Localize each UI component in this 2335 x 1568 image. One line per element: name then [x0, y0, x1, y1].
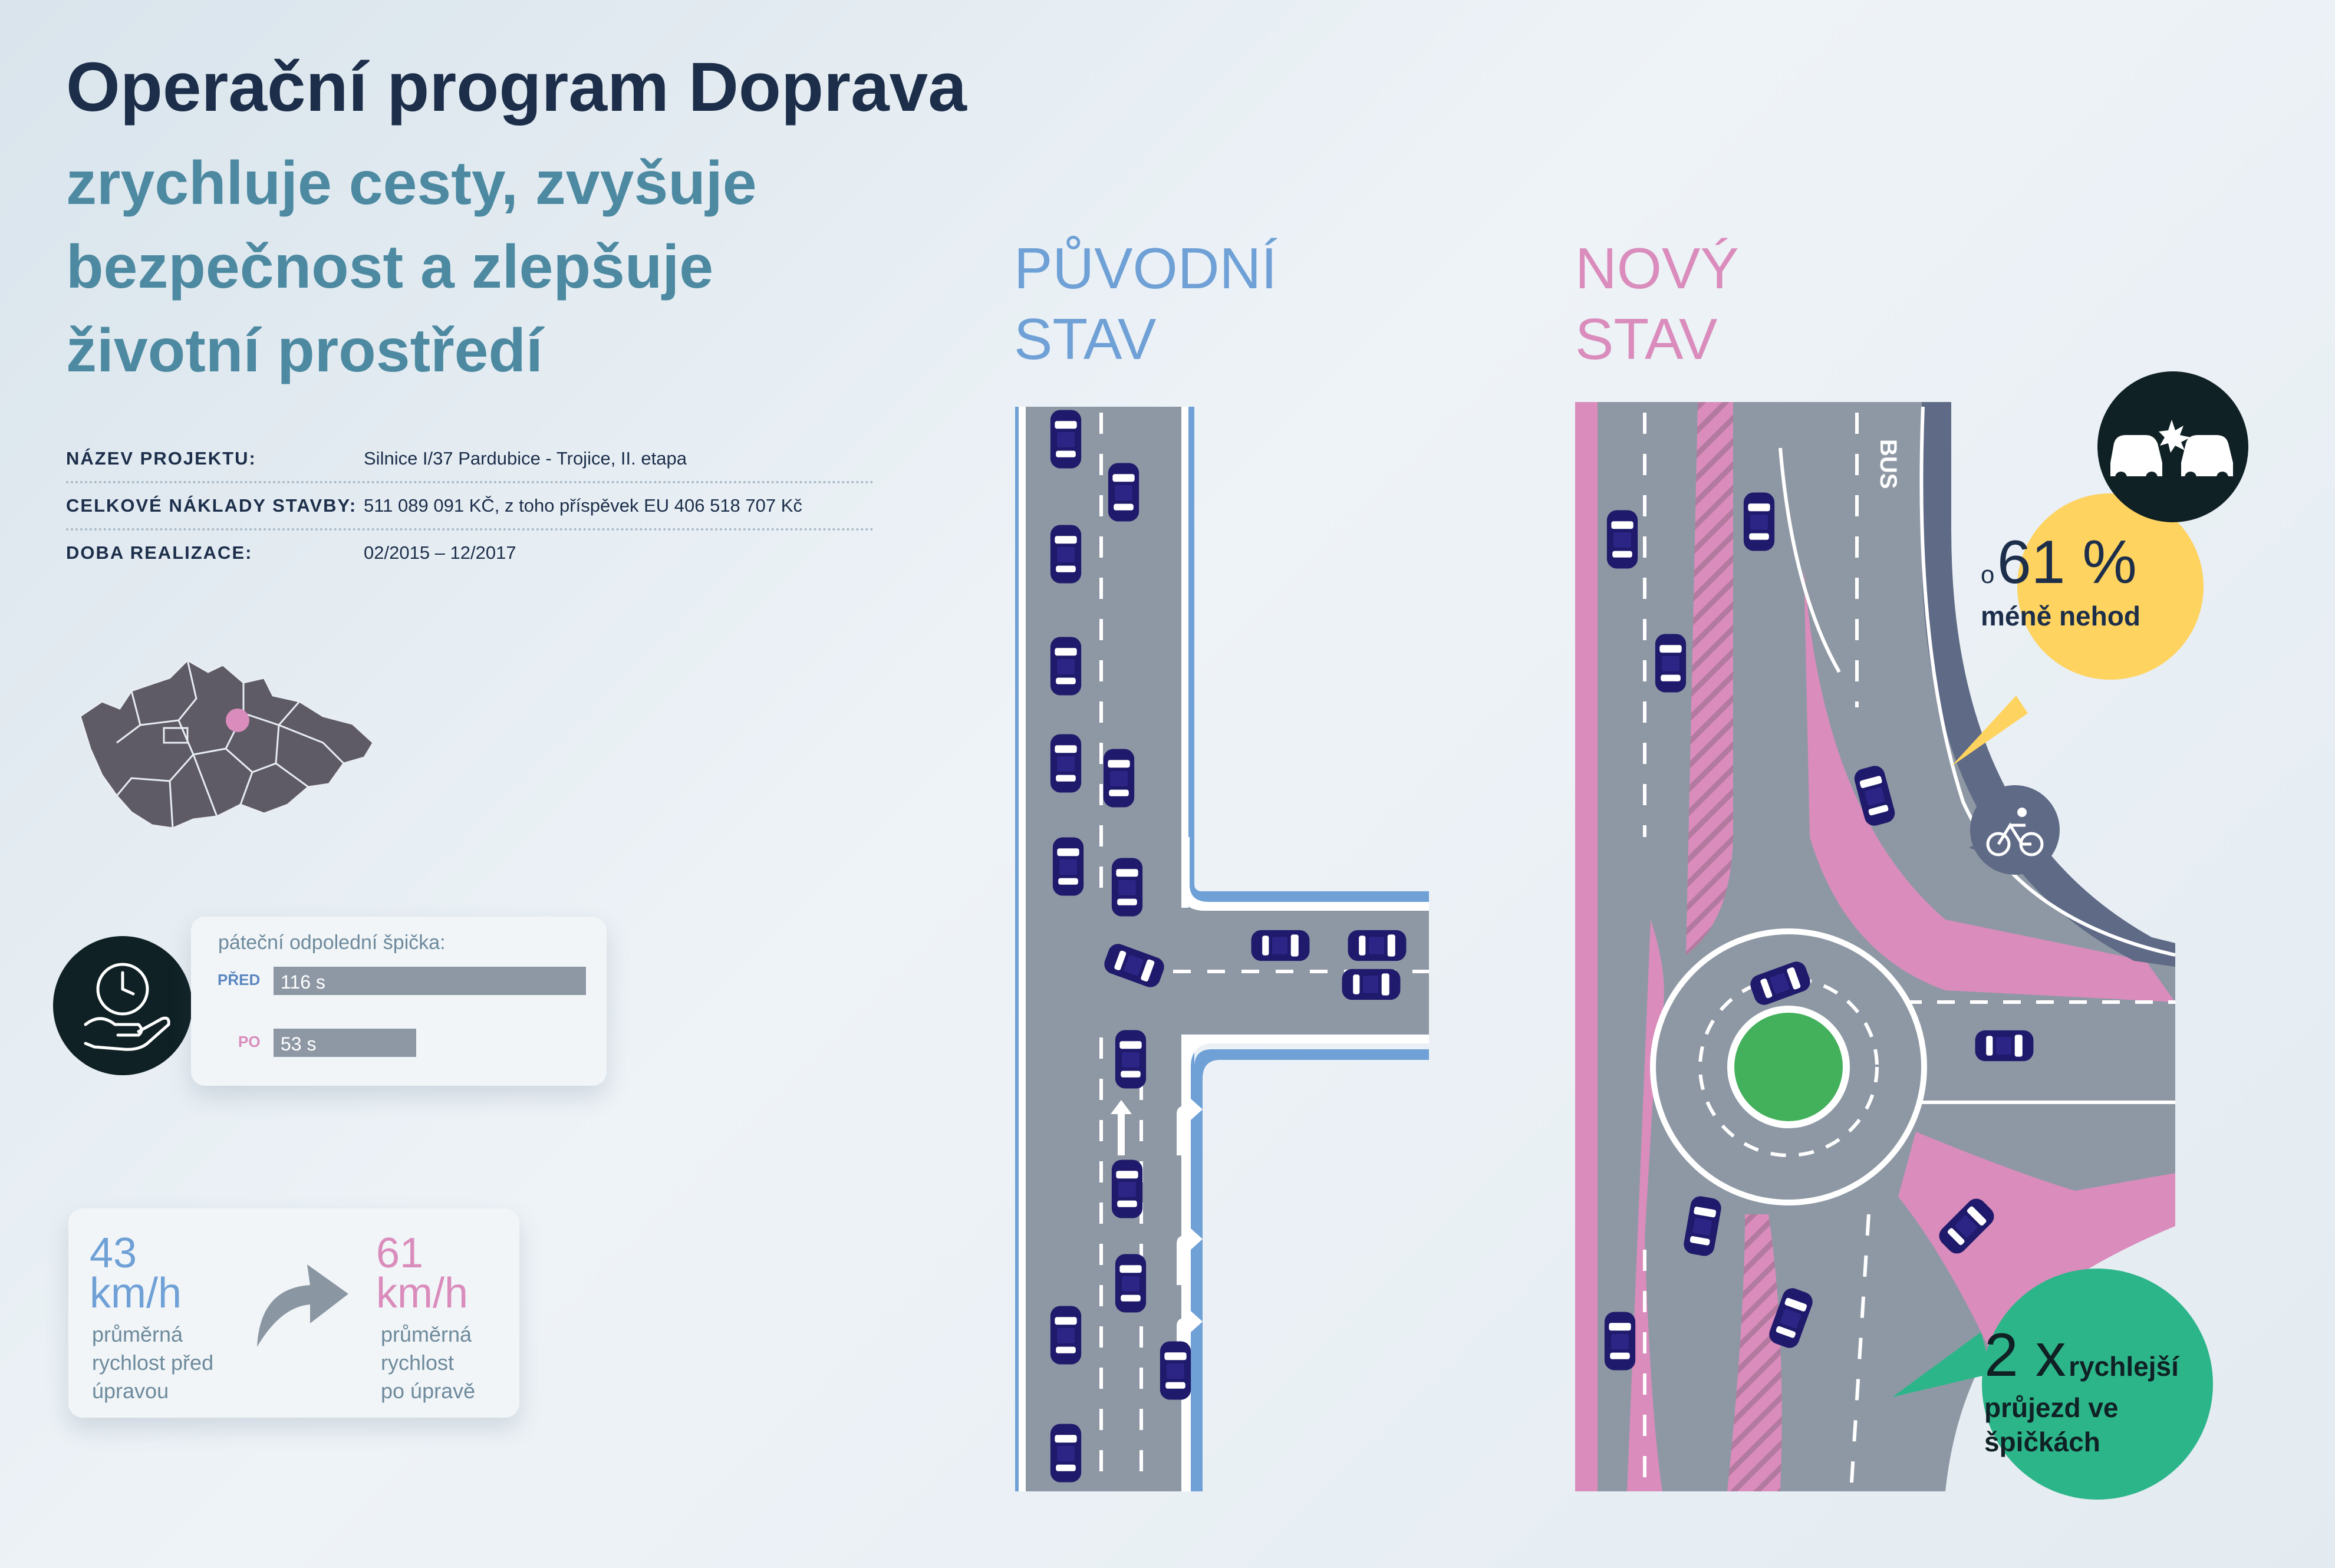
- speed-before-value: 43: [90, 1230, 137, 1277]
- speedup-value: 2 x: [1984, 1321, 2066, 1389]
- before-time-value: 116 s: [281, 971, 325, 993]
- project-duration-row: DOBA REALIZACE: 02/2015 – 12/2017: [66, 531, 874, 575]
- speed-after-unit: km/h: [376, 1270, 469, 1317]
- new-state-heading: NOVÝ STAV: [1575, 233, 1739, 374]
- project-cost-label: CELKOVÉ NÁKLADY STAVBY:: [66, 495, 357, 516]
- page-subtitle: zrychluje cesty, zvyšuje bezpečnost a zl…: [66, 141, 1009, 393]
- bicycle-icon: [1969, 785, 2060, 875]
- accidents-label: méně nehod: [1981, 601, 2140, 631]
- project-info-table: NÁZEV PROJEKTU: Silnice I/37 Pardubice -…: [66, 436, 874, 575]
- speedup-bubble: [1892, 1269, 2213, 1500]
- after-label: PO: [238, 1033, 261, 1050]
- after-time-value: 53 s: [281, 1033, 317, 1055]
- project-cost-row: CELKOVÉ NÁKLADY STAVBY: 511 089 091 KČ, …: [66, 483, 874, 531]
- subtitle-line-1: zrychluje cesty, zvyšuje: [66, 149, 757, 218]
- peak-time-card: páteční odpolední špička: PŘED 116 s PO …: [191, 917, 607, 1086]
- original-state-line-1: PŮVODNÍ: [1014, 236, 1277, 301]
- project-name-value: Silnice I/37 Pardubice - Trojice, II. et…: [364, 448, 687, 469]
- speed-after-caption-line: rychlost: [381, 1350, 455, 1375]
- speed-card: 43 km/h průměrná rychlost před úpravou 6…: [68, 1208, 519, 1418]
- original-junction-diagram: [1015, 407, 1429, 1491]
- project-cost-value: 511 089 091 KČ, z toho příspěvek EU 406 …: [364, 495, 802, 516]
- project-duration-value: 02/2015 – 12/2017: [364, 542, 516, 563]
- new-state-line-2: STAV: [1575, 307, 1718, 371]
- accidents-text: o 61 % méně nehod: [1981, 528, 2140, 632]
- speedup-word: rychlejší: [2069, 1351, 2179, 1382]
- accidents-bubble: [1951, 371, 2248, 766]
- original-state-heading: PŮVODNÍ STAV: [1014, 233, 1277, 374]
- czech-map-icon: [79, 659, 374, 829]
- bus-lane-label: BUS: [1875, 439, 1901, 489]
- speed-after-caption-line: průměrná: [381, 1322, 472, 1346]
- speed-after-value: 61: [376, 1230, 424, 1277]
- speed-before-caption-line: úpravou: [92, 1379, 169, 1403]
- before-label: PŘED: [218, 971, 261, 989]
- project-duration-label: DOBA REALIZACE:: [66, 542, 253, 563]
- original-state-line-2: STAV: [1014, 307, 1157, 371]
- speedup-text: 2 x rychlejší průjezd ve špičkách: [1984, 1320, 2179, 1459]
- speed-before-caption: průměrná rychlost před úpravou: [92, 1320, 213, 1405]
- speed-after-caption-line: po úpravě: [381, 1379, 476, 1403]
- subtitle-line-3: životní prostředí: [66, 317, 543, 385]
- after-time-bar: 53 s: [274, 1029, 417, 1057]
- clock-hand-icon: [53, 936, 192, 1075]
- page-title: Operační program Doprava: [66, 48, 967, 126]
- speed-before-caption-line: průměrná: [92, 1322, 183, 1346]
- speed-before-unit: km/h: [90, 1270, 182, 1317]
- subtitle-line-2: bezpečnost a zlepšuje: [66, 233, 714, 301]
- accidents-value: 61 %: [1997, 528, 2137, 597]
- project-name-label: NÁZEV PROJEKTU:: [66, 448, 256, 469]
- before-time-bar: 116 s: [274, 967, 586, 995]
- speedup-line-3: špičkách: [1984, 1427, 2100, 1457]
- accidents-prefix: o: [1981, 561, 1995, 588]
- new-roundabout-diagram: BUS: [1575, 402, 2176, 1492]
- speedup-line-2: průjezd ve: [1984, 1392, 2119, 1423]
- new-state-line-1: NOVÝ: [1575, 236, 1739, 301]
- curved-arrow-icon: [257, 1264, 348, 1347]
- speed-before-caption-line: rychlost před: [92, 1350, 214, 1375]
- speed-after-caption: průměrná rychlost po úpravě: [381, 1320, 475, 1405]
- project-name-row: NÁZEV PROJEKTU: Silnice I/37 Pardubice -…: [66, 436, 874, 483]
- car-crash-icon: [2110, 420, 2233, 483]
- peak-time-caption: páteční odpolední špička:: [218, 931, 446, 954]
